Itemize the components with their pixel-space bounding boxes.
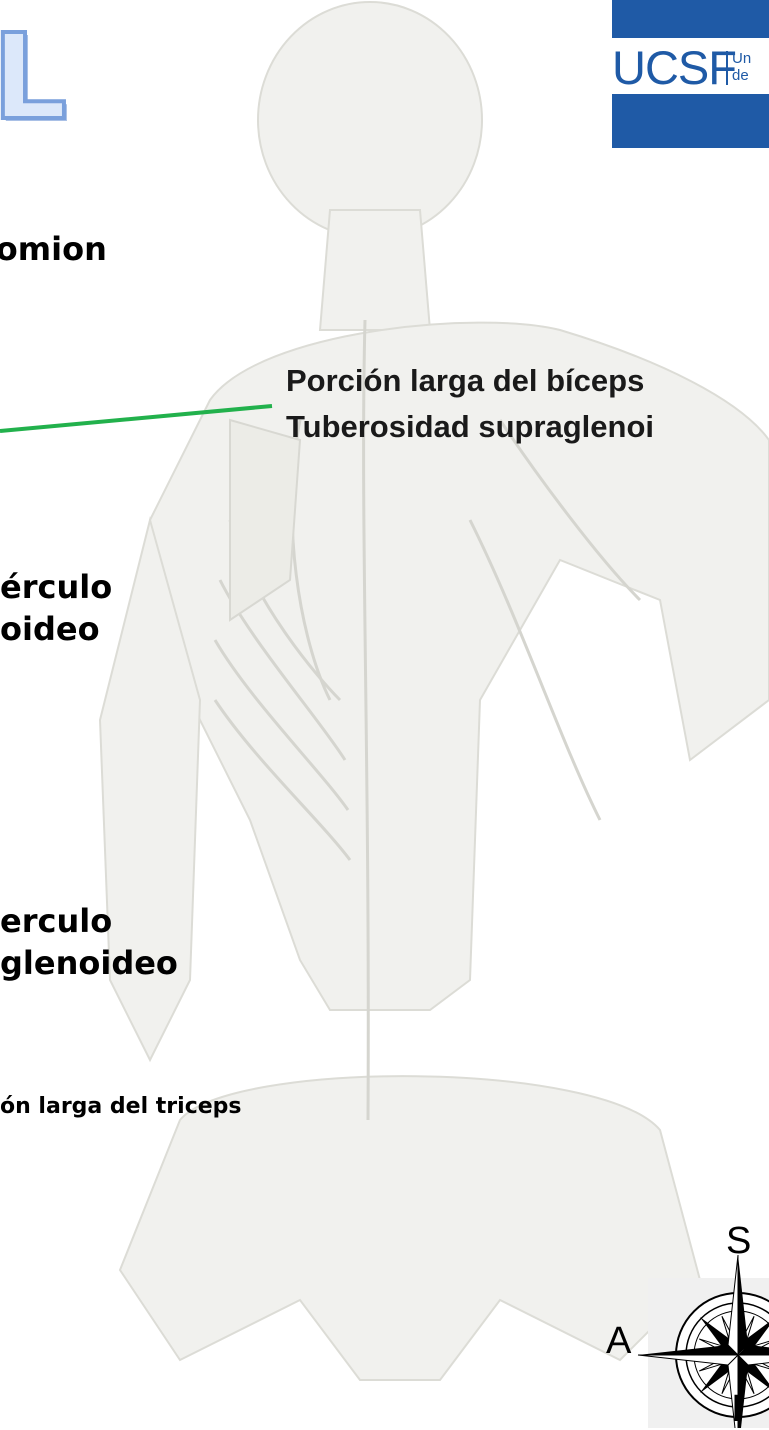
label-line: érculo bbox=[0, 568, 113, 606]
label-line: glenoideo bbox=[0, 944, 178, 982]
label-triceps: ón larga del triceps bbox=[0, 1094, 242, 1119]
label-line: erculo bbox=[0, 902, 113, 940]
ucsf-logo: UCSF Un de bbox=[612, 0, 769, 148]
logo-subtext-1: Un bbox=[732, 50, 752, 67]
compass-rose-icon bbox=[637, 1254, 769, 1428]
logo-wordmark: UCSF bbox=[612, 41, 737, 94]
logo-band-top bbox=[612, 0, 769, 38]
label-acromion: romion bbox=[0, 230, 107, 268]
logo-subtext-2: de bbox=[732, 67, 749, 84]
label-line: Porción larga del bíceps bbox=[286, 363, 645, 398]
compass-label-inferior: I bbox=[731, 1388, 742, 1430]
compass-label-superior: S bbox=[726, 1220, 752, 1262]
label-tuberculo-infraglenoideo: erculo glenoideo bbox=[0, 900, 178, 984]
label-line: oideo bbox=[0, 610, 100, 648]
label-line: Tuberosidad supraglenoi bbox=[286, 409, 655, 444]
label-biceps: Porción larga del bíceps Tuberosidad sup… bbox=[286, 358, 654, 450]
slide-title: L bbox=[0, 8, 69, 146]
logo-band-bottom bbox=[612, 94, 769, 148]
label-tuberculo-supraglenoideo: érculo oideo bbox=[0, 566, 112, 650]
compass-label-anterior: A bbox=[606, 1320, 632, 1362]
logo-divider bbox=[726, 51, 728, 85]
